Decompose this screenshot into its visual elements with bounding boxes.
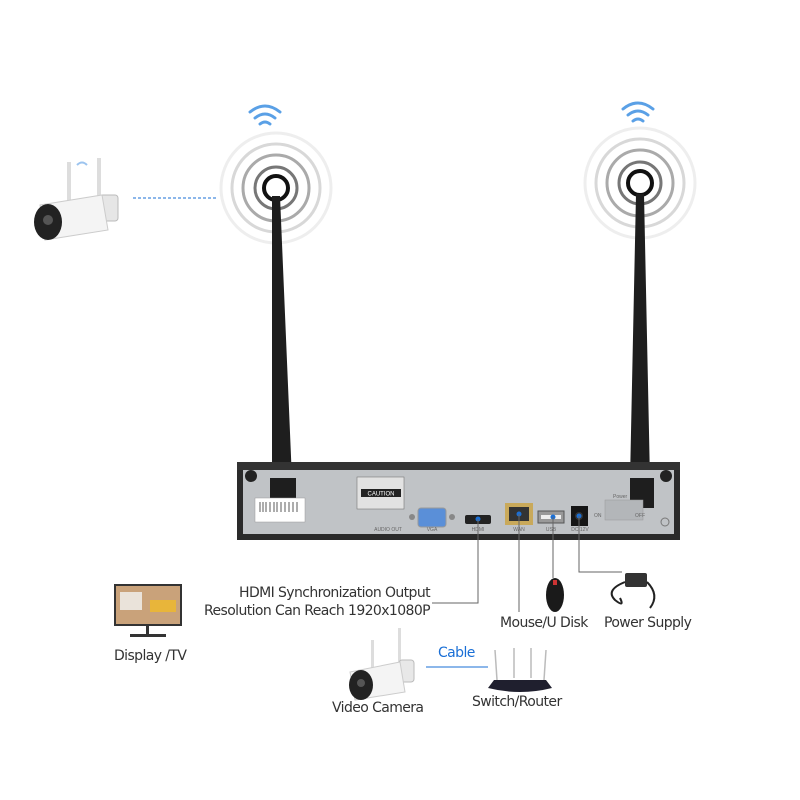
dc-label: DC 12V: [571, 527, 589, 533]
video-camera-label: Video Camera: [332, 700, 424, 716]
router-icon: [488, 648, 552, 692]
usb-label: USB: [546, 527, 557, 533]
mouse-udisk-label: Mouse/U Disk: [500, 615, 588, 631]
display-tv-icon: [114, 584, 182, 637]
on-label: ON: [594, 513, 602, 519]
leader-lines: [432, 514, 622, 612]
display-tv-label: Display /TV: [114, 648, 187, 664]
mouse-icon: [546, 578, 564, 612]
off-label: OFF: [635, 513, 645, 519]
vga-label: VGA: [427, 527, 438, 533]
wifi-icon-right: [621, 101, 655, 123]
cable-label: Cable: [438, 645, 475, 661]
wifi-icon-left: [248, 104, 282, 126]
power-supply-label: Power Supply: [604, 615, 692, 631]
wireless-camera-icon: [34, 158, 119, 241]
hdmi-caption-line1: HDMI Synchronization Output: [239, 585, 431, 601]
power-adapter-icon: [610, 573, 656, 609]
hdmi-caption-line2: Resolution Can Reach 1920x1080P: [204, 603, 431, 619]
antenna-right: [628, 194, 654, 505]
antenna-left: [270, 196, 296, 505]
power-switch-label: Power: [613, 494, 628, 500]
caution-label: CAUTION: [368, 492, 395, 498]
switch-router-label: Switch/Router: [472, 694, 562, 710]
nvr-recorder: CAUTION AUDIO OUT VGA HDMI WAN USB DC 12…: [237, 462, 680, 540]
audio-out-label: AUDIO OUT: [374, 527, 402, 533]
video-camera-icon: [349, 628, 415, 701]
